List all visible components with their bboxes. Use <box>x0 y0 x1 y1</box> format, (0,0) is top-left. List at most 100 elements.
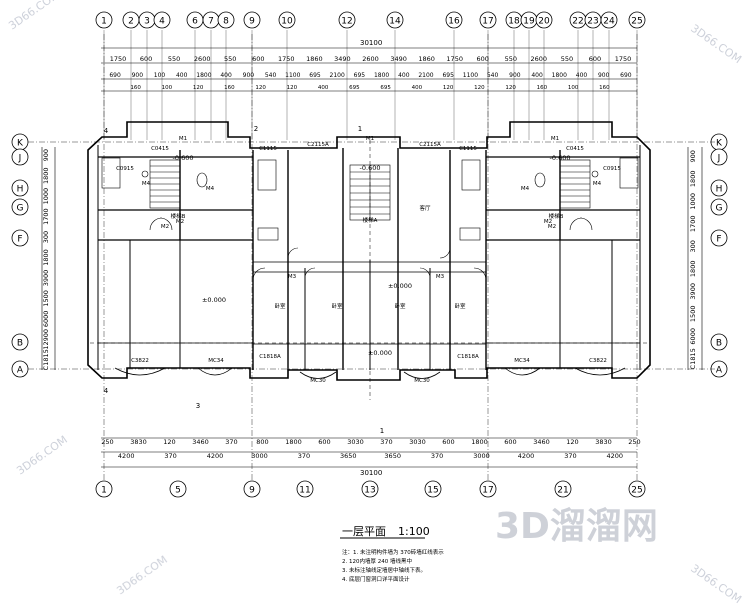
watermark-bottom-right: 3D66.COM <box>688 562 744 604</box>
grid-bubble: H <box>710 179 728 197</box>
grid-bubble: 23 <box>584 11 602 29</box>
door-label: M1 <box>179 136 187 142</box>
dim-text: 1100 <box>285 72 300 79</box>
grid-bubble-label: J <box>18 154 22 164</box>
dim-text: 695 <box>309 72 321 79</box>
dim-text: 120 <box>193 85 204 91</box>
grid-bubble: A <box>11 360 29 378</box>
grid-bubble-label: 21 <box>557 486 568 496</box>
grid-bubble-label: 17 <box>482 17 493 27</box>
grid-bubble: J <box>11 148 29 166</box>
window-label: C1115 <box>259 146 277 152</box>
dim-text: 120 <box>474 85 485 91</box>
dim-text: 690 <box>620 72 632 79</box>
window-label: M2 <box>176 219 184 225</box>
grid-bubble: 9 <box>243 480 261 498</box>
dim-text-vertical: 1800 <box>42 249 50 266</box>
door-label: M3 <box>436 274 445 280</box>
dim-text: 400 <box>398 72 410 79</box>
grid-guide-lines <box>28 34 715 480</box>
dim-text: 3000 <box>473 452 490 460</box>
dim-text: 695 <box>354 72 366 79</box>
dim-text-vertical: 1800 <box>689 261 697 278</box>
grid-bubble-label: 15 <box>427 486 438 496</box>
dim-text-vertical: 300 <box>689 240 697 252</box>
dim-text-vertical: 300 <box>42 231 50 243</box>
dim-text: 1750 <box>615 55 632 63</box>
watermark-brand: 3D溜溜网 <box>495 506 658 547</box>
dim-text-vertical: 3900 <box>42 270 50 287</box>
dim-text: 550 <box>224 55 236 63</box>
window-label: C0415 <box>151 146 169 152</box>
dim-text: 400 <box>220 72 232 79</box>
grid-bubble: 17 <box>479 480 497 498</box>
dim-text: 100 <box>154 72 166 79</box>
dim-text: 160 <box>537 85 548 91</box>
window-label: C3822 <box>131 358 149 364</box>
grid-bubble: 10 <box>278 11 296 29</box>
dim-text: 540 <box>487 72 499 79</box>
dim-text: 600 <box>589 55 601 63</box>
room-label: 楼梯A <box>363 216 378 224</box>
dim-text-vertical: C1815 <box>42 349 50 370</box>
dim-text: 120 <box>443 85 454 91</box>
dim-text: 400 <box>412 85 423 91</box>
grid-bubble-label: 7 <box>208 17 214 27</box>
grid-bubble-label: 22 <box>572 17 583 27</box>
grid-bubble-label: 17 <box>482 486 493 496</box>
dim-text: 370 <box>298 452 310 460</box>
dim-text-vertical: 1000 <box>42 188 50 205</box>
grid-bubble-label: A <box>716 366 723 376</box>
dim-text-vertical: 1700 <box>689 216 697 233</box>
window-label: MC30 <box>414 378 430 384</box>
grid-bubble: 8 <box>217 11 235 29</box>
grid-bubble-label: 18 <box>508 17 520 27</box>
grid-bubble: 25 <box>628 11 646 29</box>
window-label: C3822 <box>589 358 607 364</box>
grid-bubble-label: 6 <box>192 17 198 27</box>
dim-text: 120 <box>163 438 175 446</box>
grid-bubble-label: K <box>17 139 24 149</box>
section-marker: 4 <box>104 127 109 135</box>
door-label: M4 <box>206 186 215 192</box>
dim-text: 370 <box>564 452 576 460</box>
grid-bubble-label: A <box>17 366 24 376</box>
dim-text: 1800 <box>552 72 567 79</box>
grid-bubble: 22 <box>569 11 587 29</box>
grid-bubble-label: 19 <box>523 17 535 27</box>
door-label: M4 <box>593 181 602 187</box>
dim-text: 900 <box>243 72 255 79</box>
grid-bubble-label: 16 <box>448 17 460 27</box>
dim-text-vertical: 1800 <box>42 167 50 184</box>
elevation-label: ±0.000 <box>388 282 412 290</box>
watermark-top-left: 3D66.COM <box>6 0 62 32</box>
section-marker: 2 <box>254 125 258 133</box>
room-label: 楼梯B <box>549 212 564 220</box>
room-label: 卧室 <box>394 302 406 310</box>
watermark-bottom-left: 3D66.COM <box>114 553 170 597</box>
dims-left: 900180010001700300180039001500600012900C… <box>42 149 50 370</box>
grid-bubble: 24 <box>600 11 618 29</box>
elevation-label: -0.600 <box>173 154 194 162</box>
dim-text: 160 <box>224 85 235 91</box>
dim-text-vertical: C1815 <box>689 348 697 369</box>
dim-text: 1860 <box>418 55 435 63</box>
dim-text-vertical: 900 <box>42 149 50 161</box>
dim-text: 3030 <box>347 438 364 446</box>
dim-text: 3000 <box>251 452 268 460</box>
dim-text: 3490 <box>334 55 351 63</box>
grid-bubble: K <box>11 133 29 151</box>
window-label: C1818A <box>457 354 479 360</box>
grid-bubble: 12 <box>338 11 356 29</box>
dim-text: 3460 <box>533 438 550 446</box>
grid-bubble-label: 24 <box>603 17 615 27</box>
room-label: 卧室 <box>454 302 466 310</box>
grid-bubble-label: 23 <box>587 17 598 27</box>
window-label: MC34 <box>514 358 530 364</box>
grid-bubble: 16 <box>445 11 463 29</box>
dim-text: 2600 <box>531 55 548 63</box>
door-label: M1 <box>366 136 374 142</box>
